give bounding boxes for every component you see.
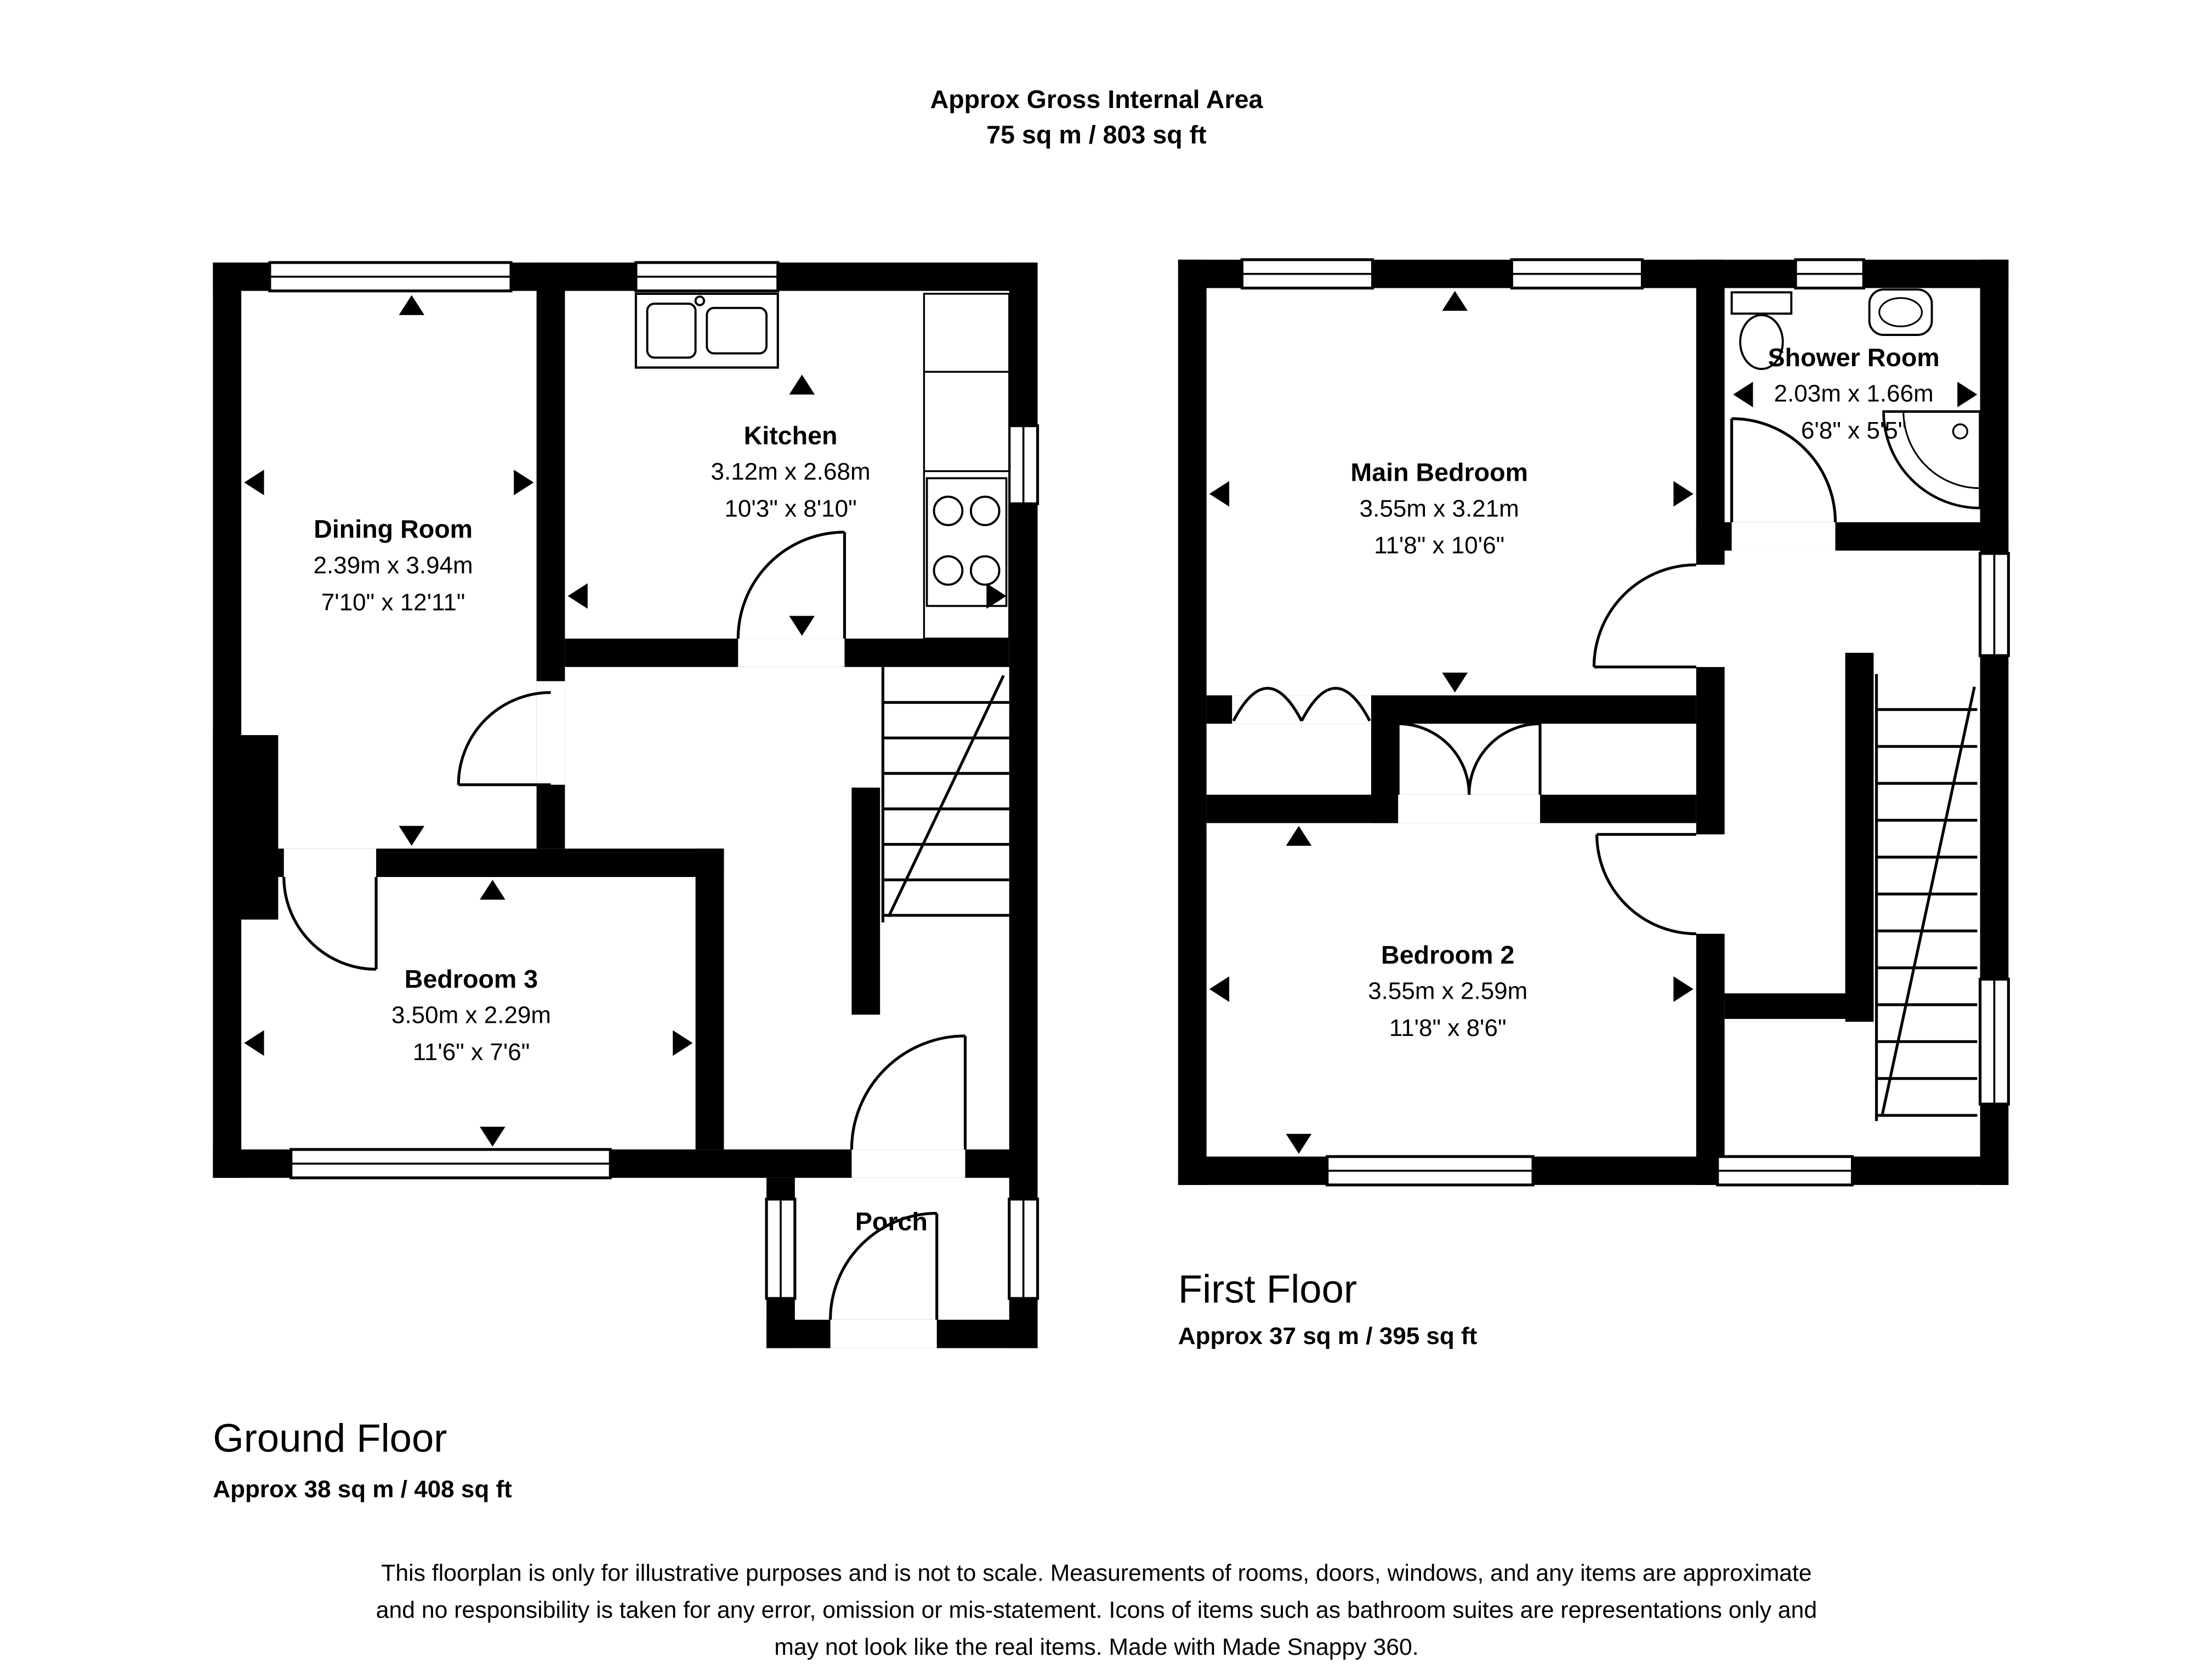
window (1008, 424, 1039, 505)
closet-double-doors (1396, 722, 1542, 795)
room-dims-metric: 3.55m x 2.59m (1368, 977, 1528, 1005)
basin-icon (1868, 288, 1933, 336)
room-dims-imperial: 6'8" x 5'5" (1801, 417, 1907, 445)
disclaimer: This floorplan is only for illustrative … (0, 1556, 2193, 1666)
window (1326, 1155, 1535, 1187)
sink-icon (634, 292, 779, 369)
first-floor-area: Approx 37 sq m / 395 sq ft (1178, 1322, 1478, 1350)
first-floor-plan (1178, 258, 2010, 1187)
window (268, 261, 513, 293)
room-dims-imperial: 7'10" x 12'11" (321, 589, 465, 616)
room-dims-metric: 2.39m x 3.94m (313, 552, 473, 579)
door-arc (1595, 833, 1696, 936)
door-arc (736, 531, 846, 639)
window (1240, 258, 1374, 290)
room-dims-metric: 2.03m x 1.66m (1774, 380, 1934, 408)
door-arc (850, 1034, 967, 1150)
room-dims-imperial: 11'8" x 10'6" (1374, 532, 1505, 560)
hob-icon (925, 477, 1008, 607)
measure-arrows (1209, 291, 1978, 1154)
room-label-kitchen: Kitchen 3.12m x 2.68m 10'3" x 8'10" (711, 417, 871, 528)
room-label-main-bedroom: Main Bedroom 3.55m x 3.21m 11'8" x 10'6" (1350, 454, 1528, 565)
corner-shower-icon (1882, 410, 1981, 510)
wardrobe-doors (1232, 687, 1371, 722)
room-name: Main Bedroom (1350, 458, 1529, 487)
door-arc (1730, 417, 1837, 522)
ground-floor-plan (213, 261, 1039, 1348)
windows (1240, 258, 2010, 1187)
disclaimer-line: may not look like the real items. Made w… (774, 1635, 1419, 1661)
gross-area-value: 75 sq m / 803 sq ft (986, 121, 1207, 149)
room-dims-imperial: 11'6" x 7'6" (412, 1039, 530, 1066)
ground-floor-area: Approx 38 sq m / 408 sq ft (213, 1476, 512, 1503)
measure-arrows (244, 295, 1007, 1147)
window (634, 261, 780, 293)
door-arc (828, 1212, 939, 1320)
disclaimer-line: This floorplan is only for illustrative … (381, 1561, 1812, 1587)
ground-floor-title: Ground Floor (213, 1416, 447, 1461)
window (1794, 258, 1865, 290)
page-header: Approx Gross Internal Area 75 sq m / 803… (0, 82, 2193, 153)
doors (1232, 417, 1837, 936)
disclaimer-line: and no responsibility is taken for any e… (376, 1598, 1817, 1624)
window (1008, 1198, 1039, 1300)
windows (268, 261, 1039, 1300)
room-label-shower-room: Shower Room 2.03m x 1.66m 6'8" x 5'5" (1768, 339, 1940, 450)
room-label-bedroom3: Bedroom 3 3.50m x 2.29m 11'6" x 7'6" (391, 961, 551, 1072)
door-arc (1592, 563, 1696, 669)
room-dims-metric: 3.55m x 3.21m (1359, 495, 1519, 522)
window (765, 1198, 797, 1300)
walls (213, 262, 1038, 1348)
room-dims-imperial: 11'8" x 8'6" (1389, 1015, 1507, 1042)
first-floor-title: First Floor (1178, 1267, 1357, 1312)
room-name: Dining Room (314, 515, 473, 544)
window (1716, 1155, 1854, 1187)
door-arc (282, 876, 378, 971)
window (1979, 977, 2010, 1106)
room-name: Bedroom 2 (1381, 941, 1515, 970)
window (1510, 258, 1644, 290)
window (1979, 552, 2010, 657)
room-dims-metric: 3.50m x 2.29m (391, 1001, 552, 1029)
room-name: Shower Room (1768, 343, 1940, 372)
door-arc (457, 691, 551, 787)
toilet-icon (1730, 291, 1793, 371)
room-name: Bedroom 3 (404, 965, 538, 994)
stairs (881, 667, 1009, 922)
room-name: Porch (855, 1208, 928, 1237)
room-label-dining: Dining Room 2.39m x 3.94m 7'10" x 12'11" (314, 511, 473, 622)
stairs (1875, 674, 1978, 1121)
room-label-bedroom2: Bedroom 2 3.55m x 2.59m 11'8" x 8'6" (1368, 937, 1527, 1047)
room-dims-imperial: 10'3" x 8'10" (724, 495, 857, 522)
room-dims-metric: 3.12m x 2.68m (711, 458, 871, 486)
room-name: Kitchen (743, 421, 838, 450)
window (289, 1148, 612, 1180)
chimney-breast (213, 735, 279, 920)
doors (282, 531, 967, 1320)
gross-area-title: Approx Gross Internal Area (930, 85, 1263, 114)
room-label-porch: Porch (855, 1203, 928, 1240)
